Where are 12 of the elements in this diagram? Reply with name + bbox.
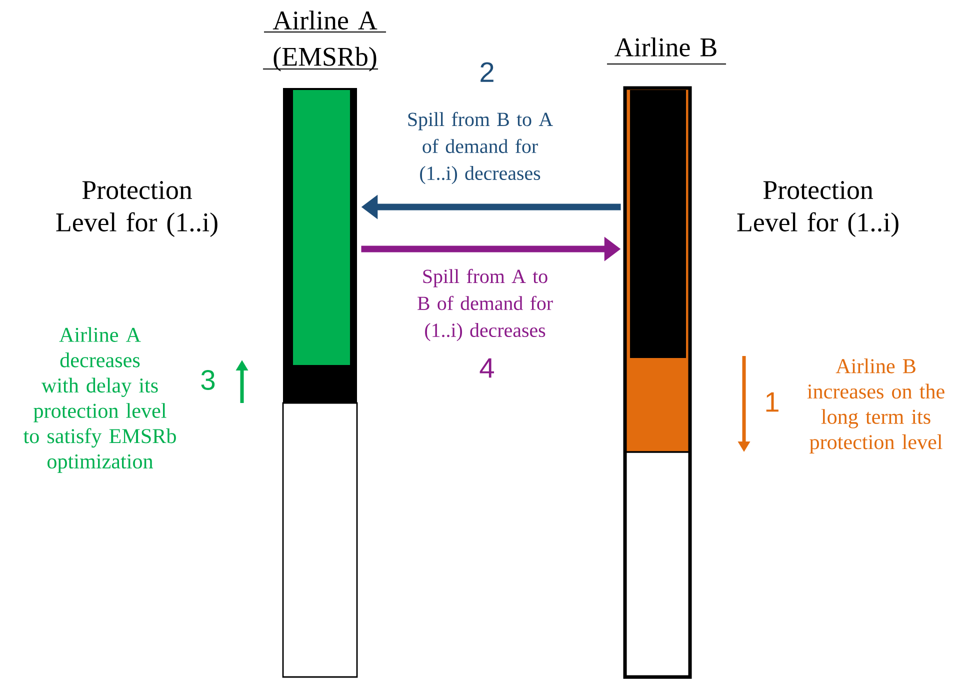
protection-level-label: Protection Level for (1..i) [737, 181, 898, 237]
edge-label: Spill from A to B of demand for (1..i) decreases [418, 268, 553, 342]
bar-heading: Airline A (EMSRb) [262, 10, 386, 72]
note-text: Airline A decreases with delay its protection level to satisfy EMSRb optimization [23, 327, 176, 473]
bar-heading: Airline B [606, 38, 726, 64]
protection-level-label: Protection Level for (1..i) [56, 181, 218, 237]
step-number: 4 [480, 358, 494, 378]
step-number: 3 [201, 370, 215, 390]
edge-label: Spill from B to A of demand for (1..i) decreases [408, 112, 553, 184]
step-number: 2 [480, 62, 494, 82]
step-number: 1 [766, 392, 778, 412]
note-text: Airline B increases on the long term its protection level [807, 358, 944, 454]
